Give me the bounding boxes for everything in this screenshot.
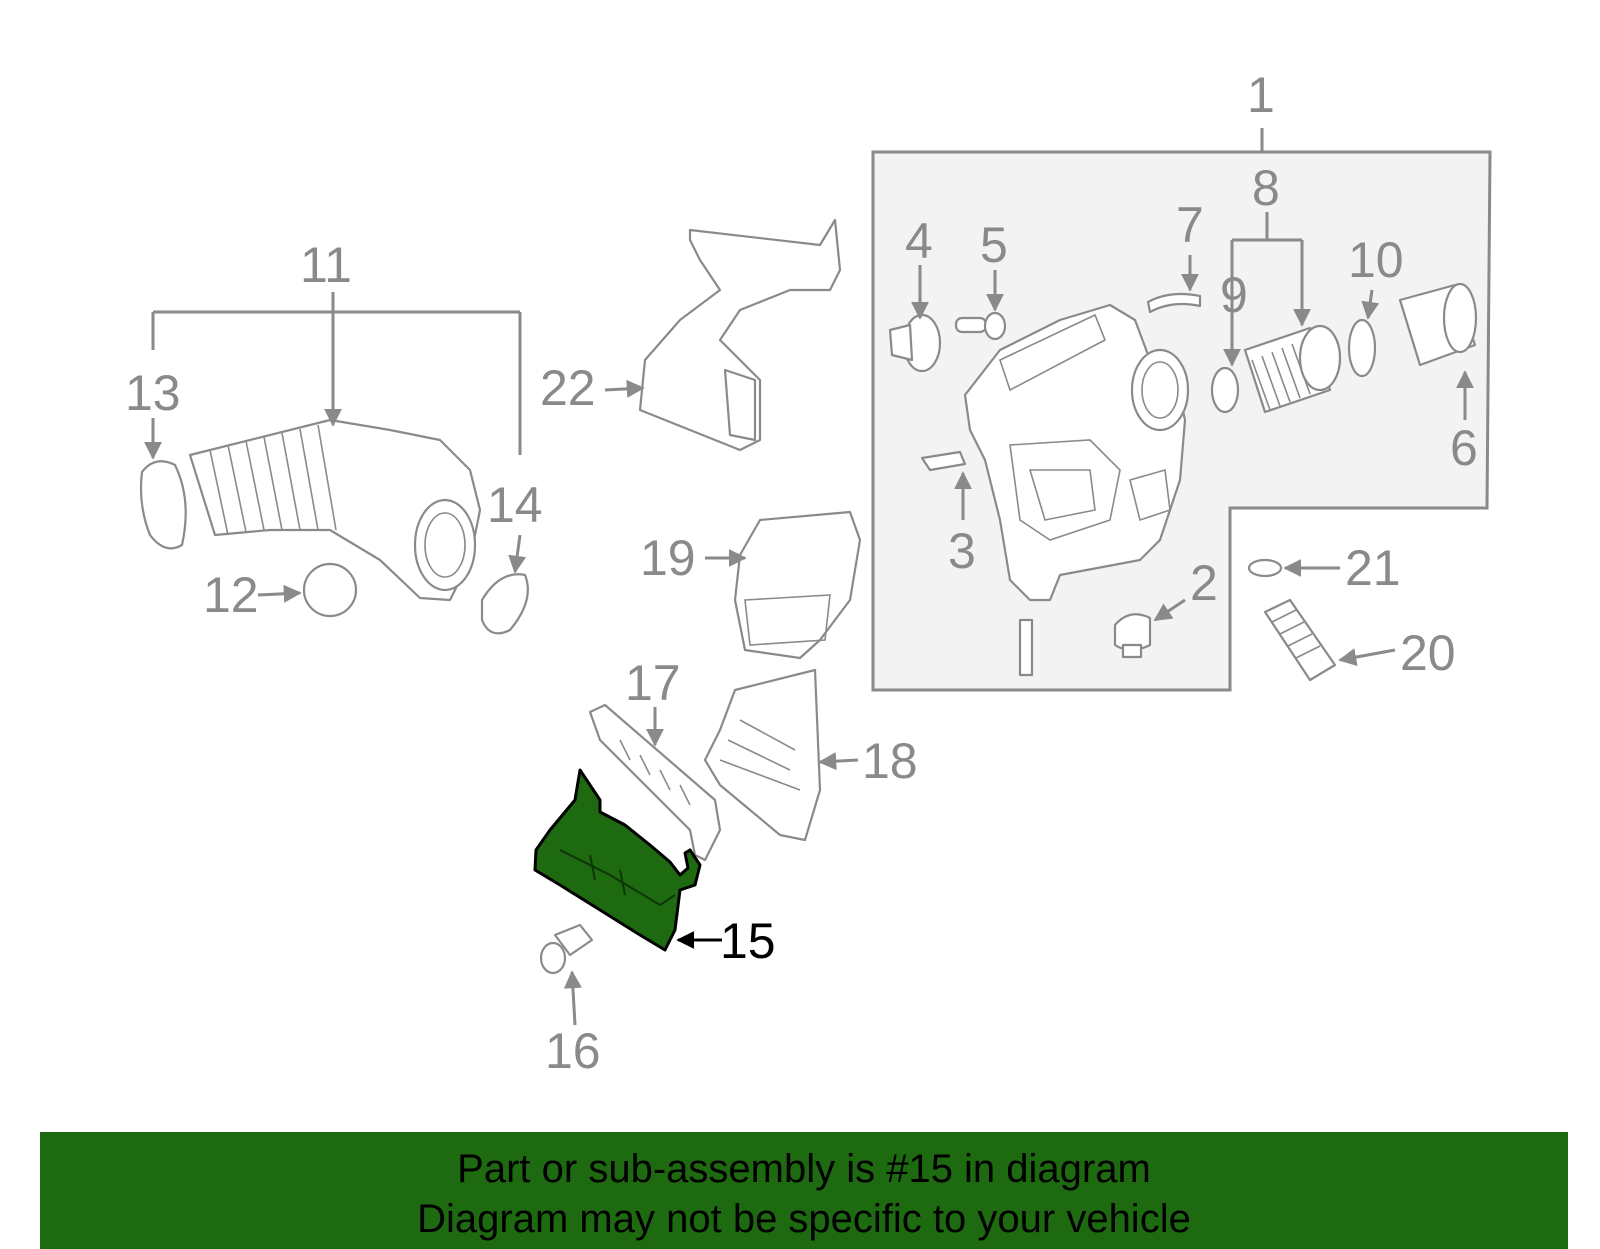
part-17	[588, 703, 722, 862]
callout-20: 20	[1400, 625, 1456, 681]
part-3	[920, 450, 967, 472]
air-cleaner-housing	[963, 303, 1190, 677]
footer-banner: Part or sub-assembly is #15 in diagram D…	[40, 1132, 1568, 1249]
callout-13: 13	[125, 365, 181, 421]
part-8	[1243, 324, 1342, 414]
part-14	[480, 573, 529, 635]
callout-18: 18	[862, 733, 918, 789]
callout-14: 14	[487, 477, 543, 533]
callout-19: 19	[640, 530, 696, 586]
part-7	[1146, 292, 1202, 314]
callout-10: 10	[1348, 232, 1404, 288]
callout-1: 1	[1247, 67, 1275, 123]
callout-9: 9	[1220, 267, 1248, 323]
leader-lines	[144, 128, 1474, 1026]
part-4	[888, 313, 942, 373]
part-21	[1247, 558, 1283, 578]
callout-8: 8	[1252, 160, 1280, 216]
part-18	[703, 668, 822, 842]
callout-5: 5	[980, 217, 1008, 273]
callout-6: 6	[1450, 420, 1478, 476]
part-6	[1398, 282, 1478, 367]
callout-22: 22	[540, 360, 596, 416]
part-11	[188, 418, 482, 602]
callout-15: 15	[720, 913, 776, 969]
part-15[interactable]	[533, 768, 702, 952]
callout-17: 17	[625, 655, 681, 711]
part-10	[1347, 318, 1377, 378]
callout-12: 12	[203, 567, 259, 623]
callout-labels: 1 2 3 4 5 6 7 8 9 10 11 12 13 14 15 16 1…	[125, 67, 1478, 1079]
part-5	[954, 311, 1007, 341]
part-16	[539, 923, 594, 975]
part-9	[1210, 366, 1240, 414]
part-20	[1263, 598, 1337, 682]
part-12	[302, 562, 358, 618]
callout-3: 3	[948, 523, 976, 579]
footer-line-1: Part or sub-assembly is #15 in diagram	[457, 1147, 1151, 1191]
callout-2: 2	[1190, 555, 1218, 611]
callout-11: 11	[300, 237, 352, 293]
footer-line-2: Diagram may not be specific to your vehi…	[417, 1197, 1191, 1241]
part-19	[733, 510, 862, 660]
part-2	[1113, 613, 1152, 659]
callout-21: 21	[1345, 540, 1401, 596]
callout-4: 4	[905, 213, 933, 269]
callout-7: 7	[1176, 197, 1204, 253]
part-22	[638, 218, 842, 452]
callout-16: 16	[545, 1023, 601, 1079]
part-13	[139, 460, 187, 550]
